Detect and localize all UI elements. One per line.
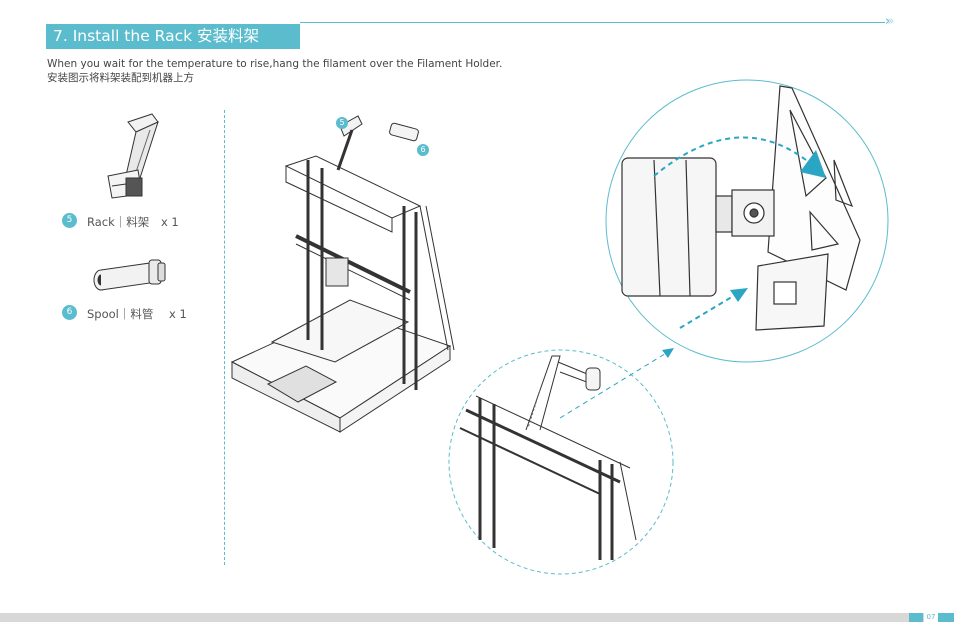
footer-bar <box>0 613 954 622</box>
rack-part-drawing <box>107 113 159 199</box>
part-label-rack: Rack｜料架 x 1 <box>87 214 179 230</box>
printer-drawing <box>230 115 455 433</box>
title-rule <box>300 22 885 23</box>
section-title: 7. Install the Rack 安装料架 <box>46 24 300 49</box>
column-divider <box>224 110 225 565</box>
instruction-en: When you wait for the temperature to ris… <box>47 58 503 70</box>
part-qty-rack: x 1 <box>160 215 179 229</box>
instruction-zh: 安装图示将料架装配到机器上方 <box>47 72 194 84</box>
part-name-rack: Rack｜料架 <box>87 215 150 229</box>
chevron-arrows-icon: ››› <box>885 14 895 29</box>
direction-arrows <box>559 136 807 419</box>
page-number: 07 <box>924 613 938 622</box>
diagram-callout-spool: 6 <box>417 144 429 156</box>
detail-circle-large <box>605 79 889 363</box>
instruction-text: When you wait for the temperature to ris… <box>47 57 502 85</box>
spool-part-drawing <box>93 259 166 291</box>
footer-tab-right <box>938 613 954 622</box>
part-qty-spool: x 1 <box>169 307 187 321</box>
footer-tab-left <box>909 613 923 622</box>
arrow-heads <box>662 150 826 358</box>
diagram-callout-rack: 5 <box>336 117 348 129</box>
part-name-spool: Spool｜料管 <box>87 307 154 321</box>
detail-circle-small <box>448 349 674 575</box>
part-number-spool: 6 <box>62 305 77 320</box>
part-label-spool: Spool｜料管 x 1 <box>87 306 187 322</box>
part-number-rack: 5 <box>62 213 77 228</box>
